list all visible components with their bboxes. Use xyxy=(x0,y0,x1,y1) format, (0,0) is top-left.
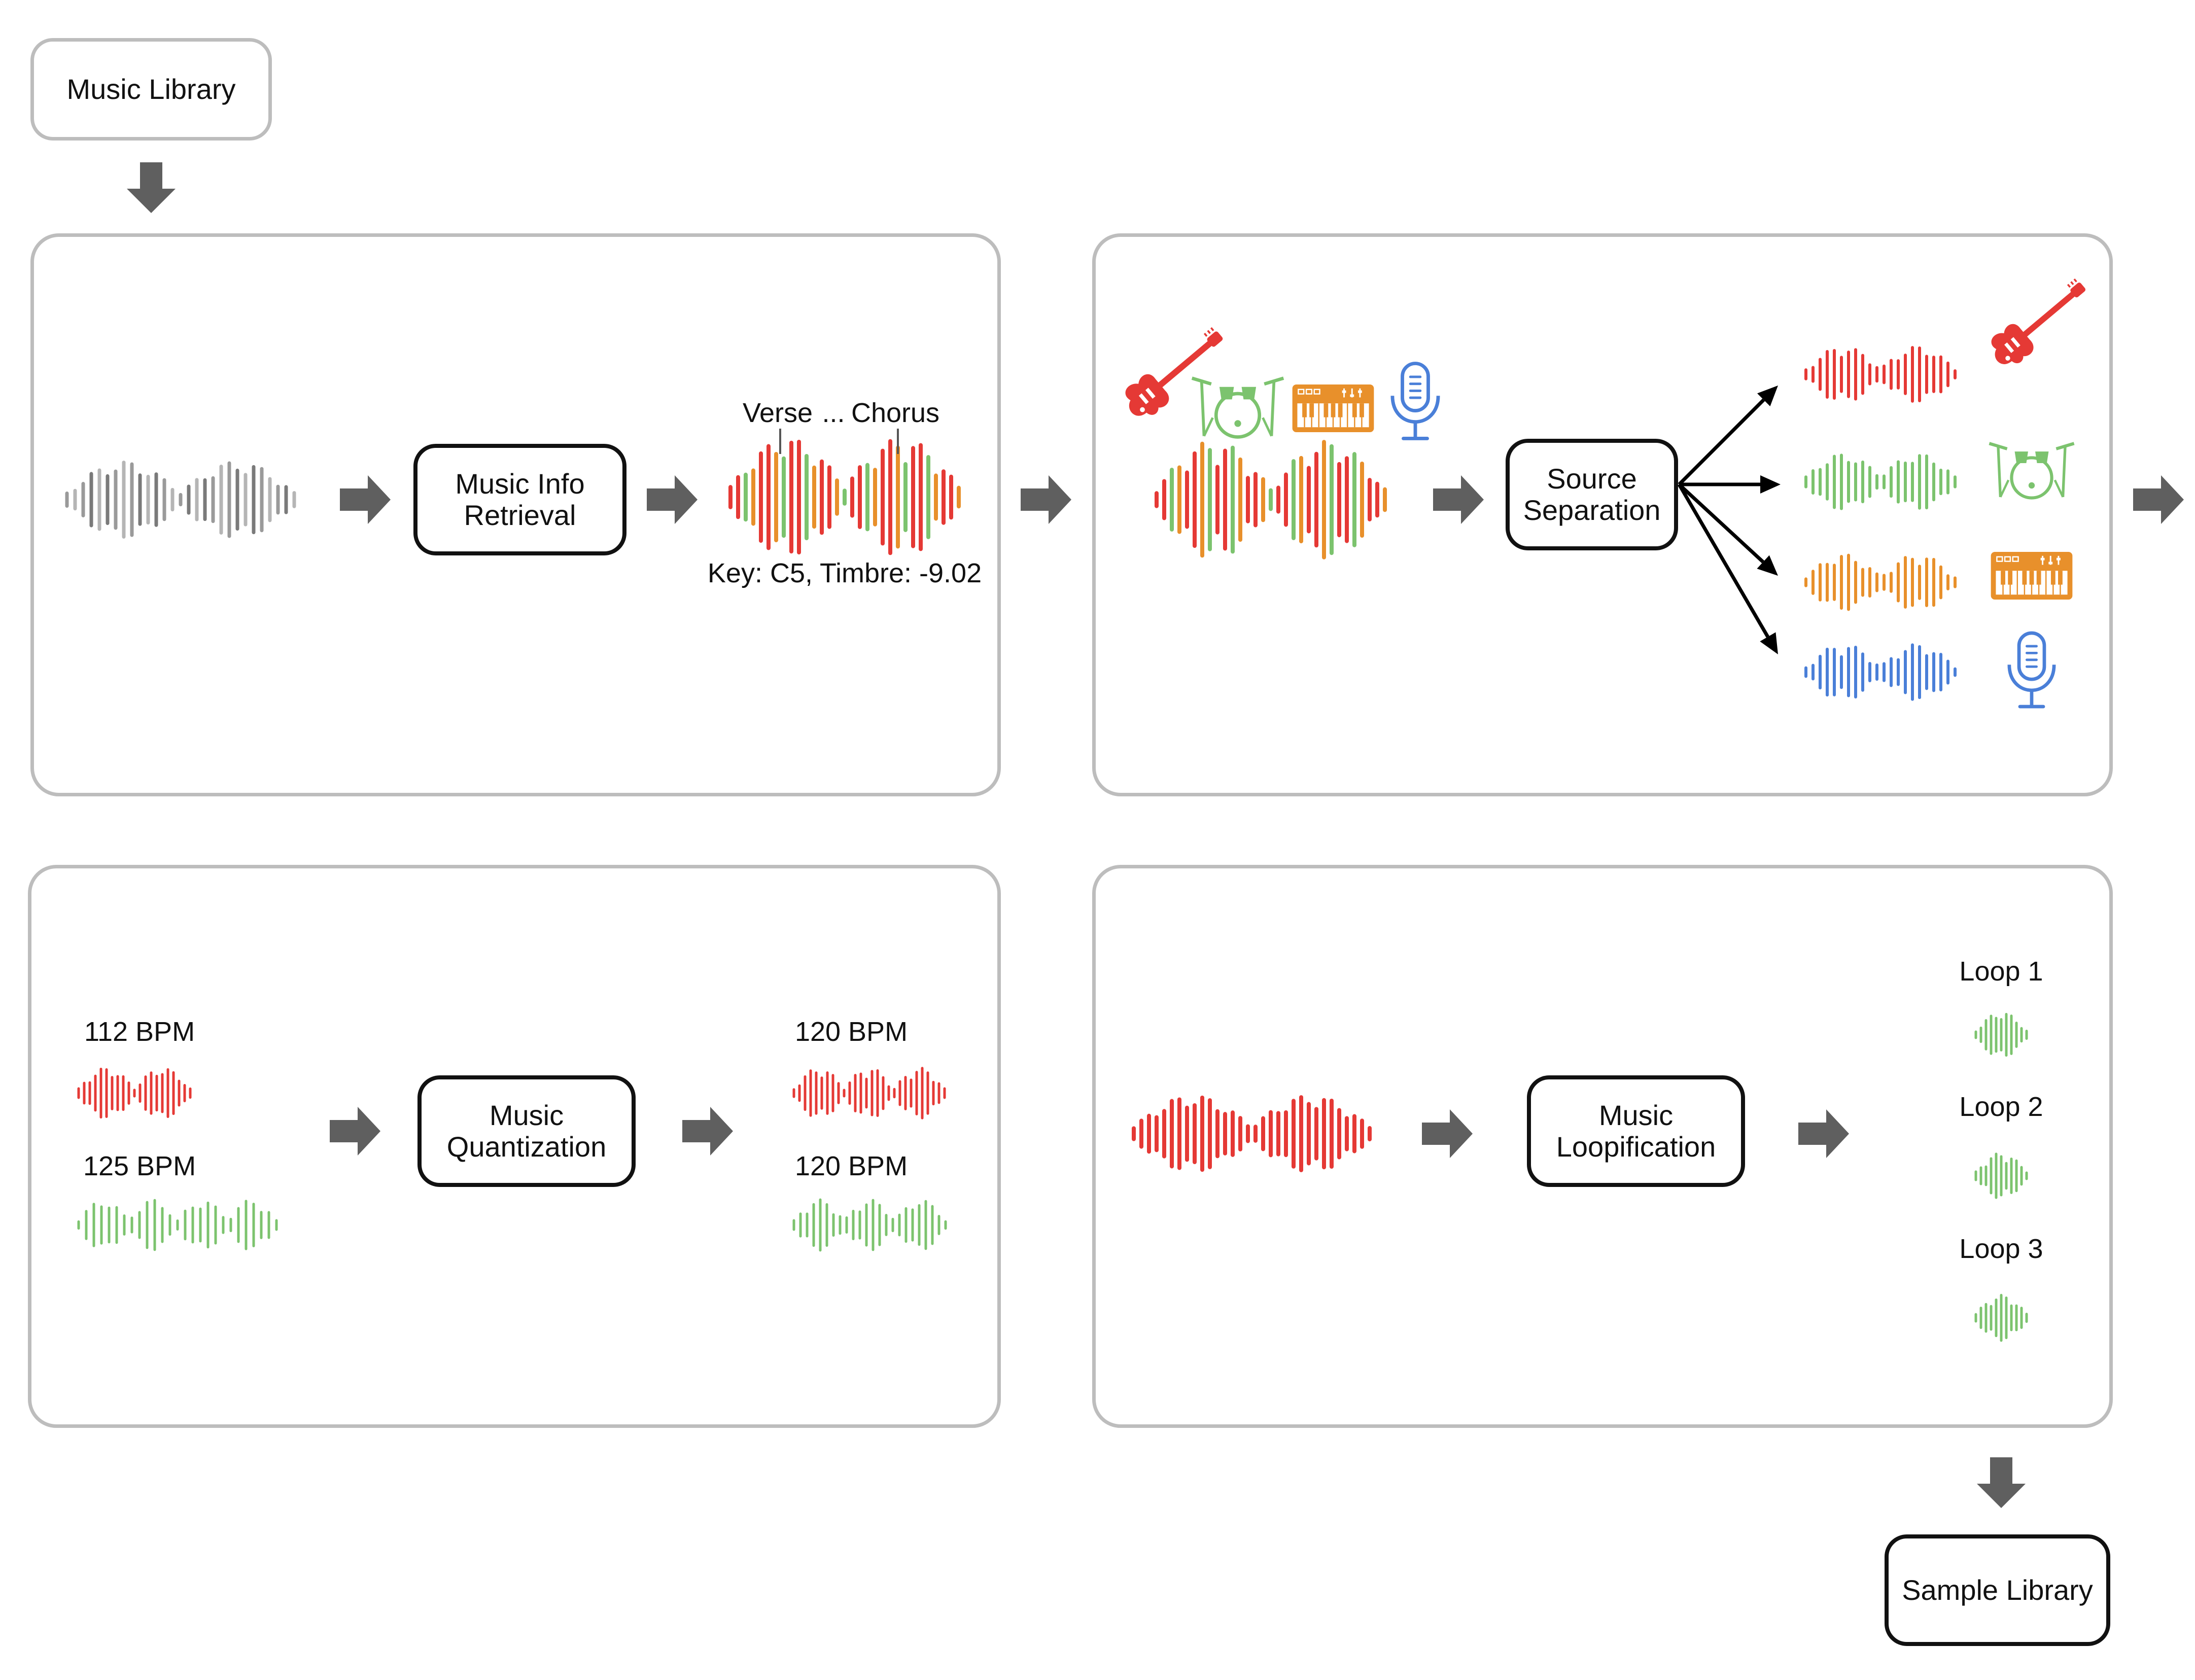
music-library-label: Music Library xyxy=(66,73,236,105)
music-quantization-box: Music Quantization xyxy=(417,1075,636,1187)
bpm-input-2-label: 125 BPM xyxy=(83,1151,196,1181)
bpm-output-1-label: 120 BPM xyxy=(794,1017,908,1047)
sample-library-node: Sample Library xyxy=(1885,1534,2110,1646)
chorus-label: Chorus xyxy=(851,398,940,428)
music-loopification-label: Music Loopification xyxy=(1556,1099,1716,1163)
music-quantization-label: Music Quantization xyxy=(446,1099,607,1163)
source-separation-box: Source Separation xyxy=(1506,439,1678,550)
music-info-retrieval-label: Music Info Retrieval xyxy=(455,468,585,531)
bpm-output-2-label: 120 BPM xyxy=(794,1151,908,1181)
loop-1-label: Loop 1 xyxy=(1959,956,2043,987)
arrow-panel2-out xyxy=(2133,475,2184,524)
down-arrow-sample-library xyxy=(1977,1457,2026,1508)
source-separation-label: Source Separation xyxy=(1523,463,1661,526)
sample-library-label: Sample Library xyxy=(1902,1574,2093,1606)
arrow-panel1-to-panel2 xyxy=(1021,475,1071,524)
music-library-node: Music Library xyxy=(30,38,272,141)
verse-label: Verse xyxy=(742,398,813,428)
ellipsis-label: ... xyxy=(822,398,845,428)
music-loopification-box: Music Loopification xyxy=(1527,1075,1745,1187)
key-timbre-label: Key: C5, Timbre: -9.02 xyxy=(707,558,982,588)
loop-2-label: Loop 2 xyxy=(1959,1092,2043,1122)
loop-3-label: Loop 3 xyxy=(1959,1234,2043,1264)
music-info-retrieval-box: Music Info Retrieval xyxy=(413,444,626,555)
bpm-input-1-label: 112 BPM xyxy=(84,1017,195,1047)
down-arrow-library xyxy=(127,162,176,213)
